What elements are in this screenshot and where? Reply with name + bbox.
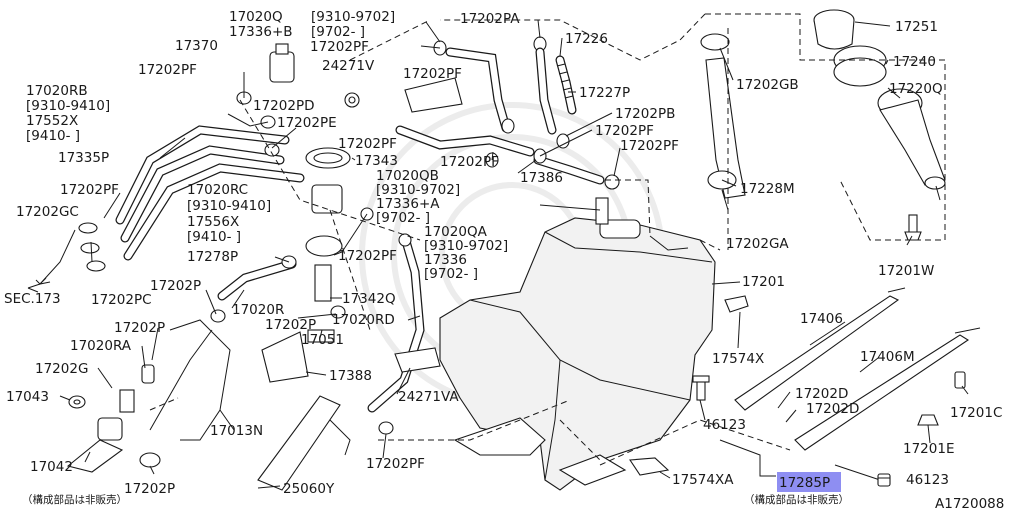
label-17202P-c: 17202P [114, 320, 165, 336]
label-17020RC: 17020RC [187, 182, 248, 198]
label-9310-9702-c: [9310-9702] [424, 238, 508, 254]
label-24271VA: 24271VA [398, 389, 459, 405]
label-17202PF-f: 17202PF [440, 154, 499, 170]
label-46123-b: 46123 [906, 472, 949, 488]
label-9702-c: [9702- ] [424, 266, 478, 282]
label-17202P-b: 17202P [265, 317, 316, 333]
label-9702-top: [9702- ] [311, 24, 365, 40]
label-17342Q: 17342Q [342, 291, 396, 307]
label-17227P: 17227P [579, 85, 630, 101]
sec173-arrow-icon [27, 279, 41, 293]
label-17201C: 17201C [950, 405, 1002, 421]
phantom-lines [149, 13, 946, 466]
label-9410-a: [9410- ] [26, 128, 80, 144]
label-17406: 17406 [800, 311, 843, 327]
label-25060Y: 25060Y [283, 481, 335, 497]
parts-artwork [66, 9, 981, 491]
label-17388: 17388 [329, 368, 372, 384]
label-17202GC: 17202GC [16, 204, 79, 220]
label-17370: 17370 [175, 38, 218, 54]
label-17202PD: 17202PD [253, 98, 314, 114]
label-17240: 17240 [893, 54, 936, 70]
label-17574XA: 17574XA [672, 472, 734, 488]
label-17220Q: 17220Q [889, 81, 943, 97]
label-17020RA: 17020RA [70, 338, 132, 354]
part-labels: 17020Q [9310-9702] 17336+B [9702- ] 1720… [4, 9, 1004, 510]
label-17202PF-j: 17202PF [366, 456, 425, 472]
label-17406M: 17406M [860, 349, 915, 365]
note-not-sold-right: （構成部品は非販売） [744, 493, 849, 506]
label-17020RD: 17020RD [332, 312, 395, 328]
label-17202GA: 17202GA [726, 236, 789, 252]
label-17020QA: 17020QA [424, 224, 488, 240]
figure-code: A1720088 [935, 496, 1004, 510]
label-17202PF-g: 17202PF [60, 182, 119, 198]
label-17201W: 17201W [878, 263, 934, 279]
label-17202PF-e: 17202PF [338, 136, 397, 152]
label-17343: 17343 [355, 153, 398, 169]
label-17020RB: 17020RB [26, 83, 88, 99]
label-17202GB: 17202GB [736, 77, 799, 93]
label-17285P: 17285P [779, 475, 830, 491]
label-17336: 17336 [424, 252, 467, 268]
label-17202D-b: 17202D [806, 401, 859, 417]
label-17202G: 17202G [35, 361, 88, 377]
label-17336A: 17336+A [376, 196, 440, 212]
label-24271V: 24271V [322, 58, 375, 74]
label-17020R: 17020R [232, 302, 284, 318]
label-17335P: 17335P [58, 150, 109, 166]
label-17226: 17226 [565, 31, 608, 47]
label-17202PF-c: 17202PF [403, 66, 462, 82]
label-17042: 17042 [30, 459, 73, 475]
label-17202PC: 17202PC [91, 292, 152, 308]
label-17574X: 17574X [712, 351, 764, 367]
label-17228M: 17228M [740, 181, 795, 197]
label-17202P-a: 17202P [150, 278, 201, 294]
label-17020Q: 17020Q [229, 9, 283, 25]
label-17336B: 17336+B [229, 24, 293, 40]
label-17202PF-i: 17202PF [338, 248, 397, 264]
label-17201E: 17201E [903, 441, 954, 457]
label-9310-9410-b: [9310-9410] [187, 198, 271, 214]
label-17202D-a: 17202D [795, 386, 848, 402]
label-17202PF-h: 17202PF [620, 138, 679, 154]
label-17051: 17051 [301, 332, 344, 348]
label-9310-9702-b: [9310-9702] [376, 182, 460, 198]
label-17202PF-b: 17202PF [138, 62, 197, 78]
label-17202PF-a: 17202PF [310, 39, 369, 55]
label-9702-b: [9702- ] [376, 210, 430, 226]
label-17278P: 17278P [187, 249, 238, 265]
label-17202PB: 17202PB [615, 106, 675, 122]
label-17251: 17251 [895, 19, 938, 35]
label-17202PA: 17202PA [460, 11, 520, 27]
label-17013N: 17013N [210, 423, 263, 439]
label-17020QB: 17020QB [376, 168, 439, 184]
label-17386: 17386 [520, 170, 563, 186]
label-46123-a: 46123 [703, 417, 746, 433]
label-17202PF-d: 17202PF [595, 123, 654, 139]
note-not-sold-left: （構成部品は非販売） [22, 493, 127, 506]
label-17556X: 17556X [187, 214, 239, 230]
label-9310-9410-a: [9310-9410] [26, 98, 110, 114]
highlight-17285P [777, 472, 841, 492]
label-9310-9702-top: [9310-9702] [311, 9, 395, 25]
label-17201: 17201 [742, 274, 785, 290]
label-9410-b: [9410- ] [187, 229, 241, 245]
label-17043: 17043 [6, 389, 49, 405]
label-17202PE: 17202PE [277, 115, 337, 131]
label-sec173: SEC.173 [4, 291, 61, 307]
label-17202P-d: 17202P [124, 481, 175, 497]
label-17552X: 17552X [26, 113, 78, 129]
